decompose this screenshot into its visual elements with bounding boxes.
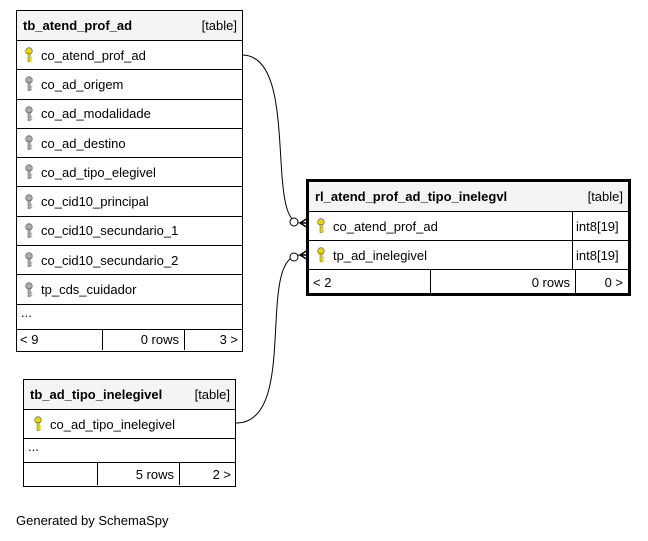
column-name: co_ad_destino: [41, 135, 126, 151]
link-tipo-to-rl: [235, 254, 301, 424]
table-kind: [table]: [194, 387, 230, 402]
column-row[interactable]: tp_cds_cuidador: [17, 275, 242, 305]
column-name: co_ad_origem: [41, 76, 124, 92]
column-type: int8[19]: [572, 241, 628, 269]
column-type: int8[19]: [572, 212, 628, 240]
column-row[interactable]: co_atend_prof_ad int8[19]: [309, 212, 628, 241]
table-kind: [table]: [201, 18, 237, 33]
table-rl-atend-prof-ad-tipo-inelegvl[interactable]: rl_atend_prof_ad_tipo_inelegvl [table] c…: [306, 179, 631, 296]
column-cell: co_ad_tipo_elegivel: [17, 158, 242, 186]
table-tb-atend-prof-ad[interactable]: tb_atend_prof_ad [table] co_atend_prof_a…: [16, 10, 243, 352]
children-link[interactable]: 2 >: [179, 463, 235, 485]
foreign-key-icon: [25, 106, 35, 122]
more-columns: ...: [17, 305, 242, 330]
more-columns: ...: [24, 439, 235, 463]
column-cell: co_cid10_secundario_2: [17, 246, 242, 274]
primary-key-icon: [34, 416, 44, 432]
column-name: tp_ad_inelegivel: [333, 247, 427, 263]
column-row[interactable]: co_ad_tipo_inelegivel: [24, 410, 235, 439]
table-header[interactable]: tb_ad_tipo_inelegivel [table]: [24, 380, 235, 410]
parents-link[interactable]: < 9: [20, 332, 39, 348]
table-footer: < 2 0 rows 0 >: [309, 270, 628, 294]
table-name: rl_atend_prof_ad_tipo_inelegvl: [315, 189, 508, 204]
column-row[interactable]: co_cid10_secundario_2: [17, 246, 242, 276]
column-row[interactable]: co_ad_modalidade: [17, 100, 242, 129]
column-name: co_cid10_principal: [41, 194, 149, 210]
link-tipo-optional-marker: [289, 252, 299, 262]
column-name: co_ad_tipo_elegivel: [41, 164, 156, 180]
foreign-key-icon: [25, 281, 35, 298]
column-cell: co_ad_origem: [17, 70, 242, 98]
children-link[interactable]: 3 >: [184, 329, 242, 350]
ellipsis-text: ...: [21, 304, 32, 320]
column-name: co_atend_prof_ad: [333, 218, 438, 234]
table-header[interactable]: tb_atend_prof_ad [table]: [17, 11, 242, 41]
primary-key-icon: [317, 218, 327, 234]
column-row[interactable]: co_atend_prof_ad: [17, 41, 242, 71]
column-name: co_cid10_secundario_2: [41, 252, 179, 268]
column-cell: co_ad_tipo_inelegivel: [24, 410, 235, 438]
column-name: co_ad_tipo_inelegivel: [50, 416, 176, 432]
row-count: 5 rows: [97, 463, 179, 485]
column-cell: co_ad_modalidade: [17, 100, 242, 128]
foreign-key-icon: [25, 194, 35, 210]
table-name: tb_ad_tipo_inelegivel: [30, 387, 163, 402]
foreign-key-icon: [25, 164, 35, 180]
column-row[interactable]: co_ad_destino: [17, 129, 242, 159]
foreign-key-icon: [25, 135, 35, 151]
column-row[interactable]: tp_ad_inelegivel int8[19]: [309, 241, 628, 270]
column-row[interactable]: co_cid10_principal: [17, 187, 242, 217]
children-link[interactable]: 0 >: [575, 270, 628, 294]
column-row[interactable]: co_ad_origem: [17, 70, 242, 100]
link-atend-optional-marker: [289, 217, 299, 227]
parents-link[interactable]: [24, 463, 97, 485]
column-name: co_atend_prof_ad: [41, 47, 146, 63]
column-cell: co_atend_prof_ad: [309, 212, 572, 240]
table-footer: 5 rows 2 >: [24, 463, 235, 485]
link-atend-to-rl: [241, 54, 301, 224]
generated-by-note: Generated by SchemaSpy: [16, 513, 169, 528]
column-name: co_cid10_secundario_1: [41, 223, 179, 239]
column-row[interactable]: co_ad_tipo_elegivel: [17, 158, 242, 188]
column-cell: co_ad_destino: [17, 129, 242, 157]
primary-key-icon: [25, 47, 35, 63]
column-cell: tp_ad_inelegivel: [309, 241, 572, 269]
table-footer: < 9 0 rows 3 >: [17, 329, 242, 350]
parents-link[interactable]: < 2: [313, 274, 332, 290]
column-cell: tp_cds_cuidador: [17, 275, 242, 303]
foreign-key-icon: [25, 223, 35, 239]
table-tb-ad-tipo-inelegivel[interactable]: tb_ad_tipo_inelegivel [table] co_ad_tipo…: [23, 379, 236, 487]
column-cell: co_cid10_principal: [17, 187, 242, 215]
row-count: 0 rows: [430, 270, 575, 294]
table-name: tb_atend_prof_ad: [23, 18, 133, 33]
column-row[interactable]: co_cid10_secundario_1: [17, 217, 242, 247]
primary-key-icon: [317, 247, 327, 263]
column-cell: co_atend_prof_ad: [17, 41, 242, 69]
table-kind: [table]: [587, 189, 623, 204]
foreign-key-icon: [25, 76, 35, 92]
foreign-key-icon: [25, 252, 35, 268]
ellipsis-text: ...: [28, 439, 39, 454]
table-header[interactable]: rl_atend_prof_ad_tipo_inelegvl [table]: [309, 182, 628, 212]
column-cell: co_cid10_secundario_1: [17, 217, 242, 245]
column-name: tp_cds_cuidador: [41, 282, 137, 298]
column-name: co_ad_modalidade: [41, 106, 151, 122]
row-count: 0 rows: [102, 329, 184, 350]
